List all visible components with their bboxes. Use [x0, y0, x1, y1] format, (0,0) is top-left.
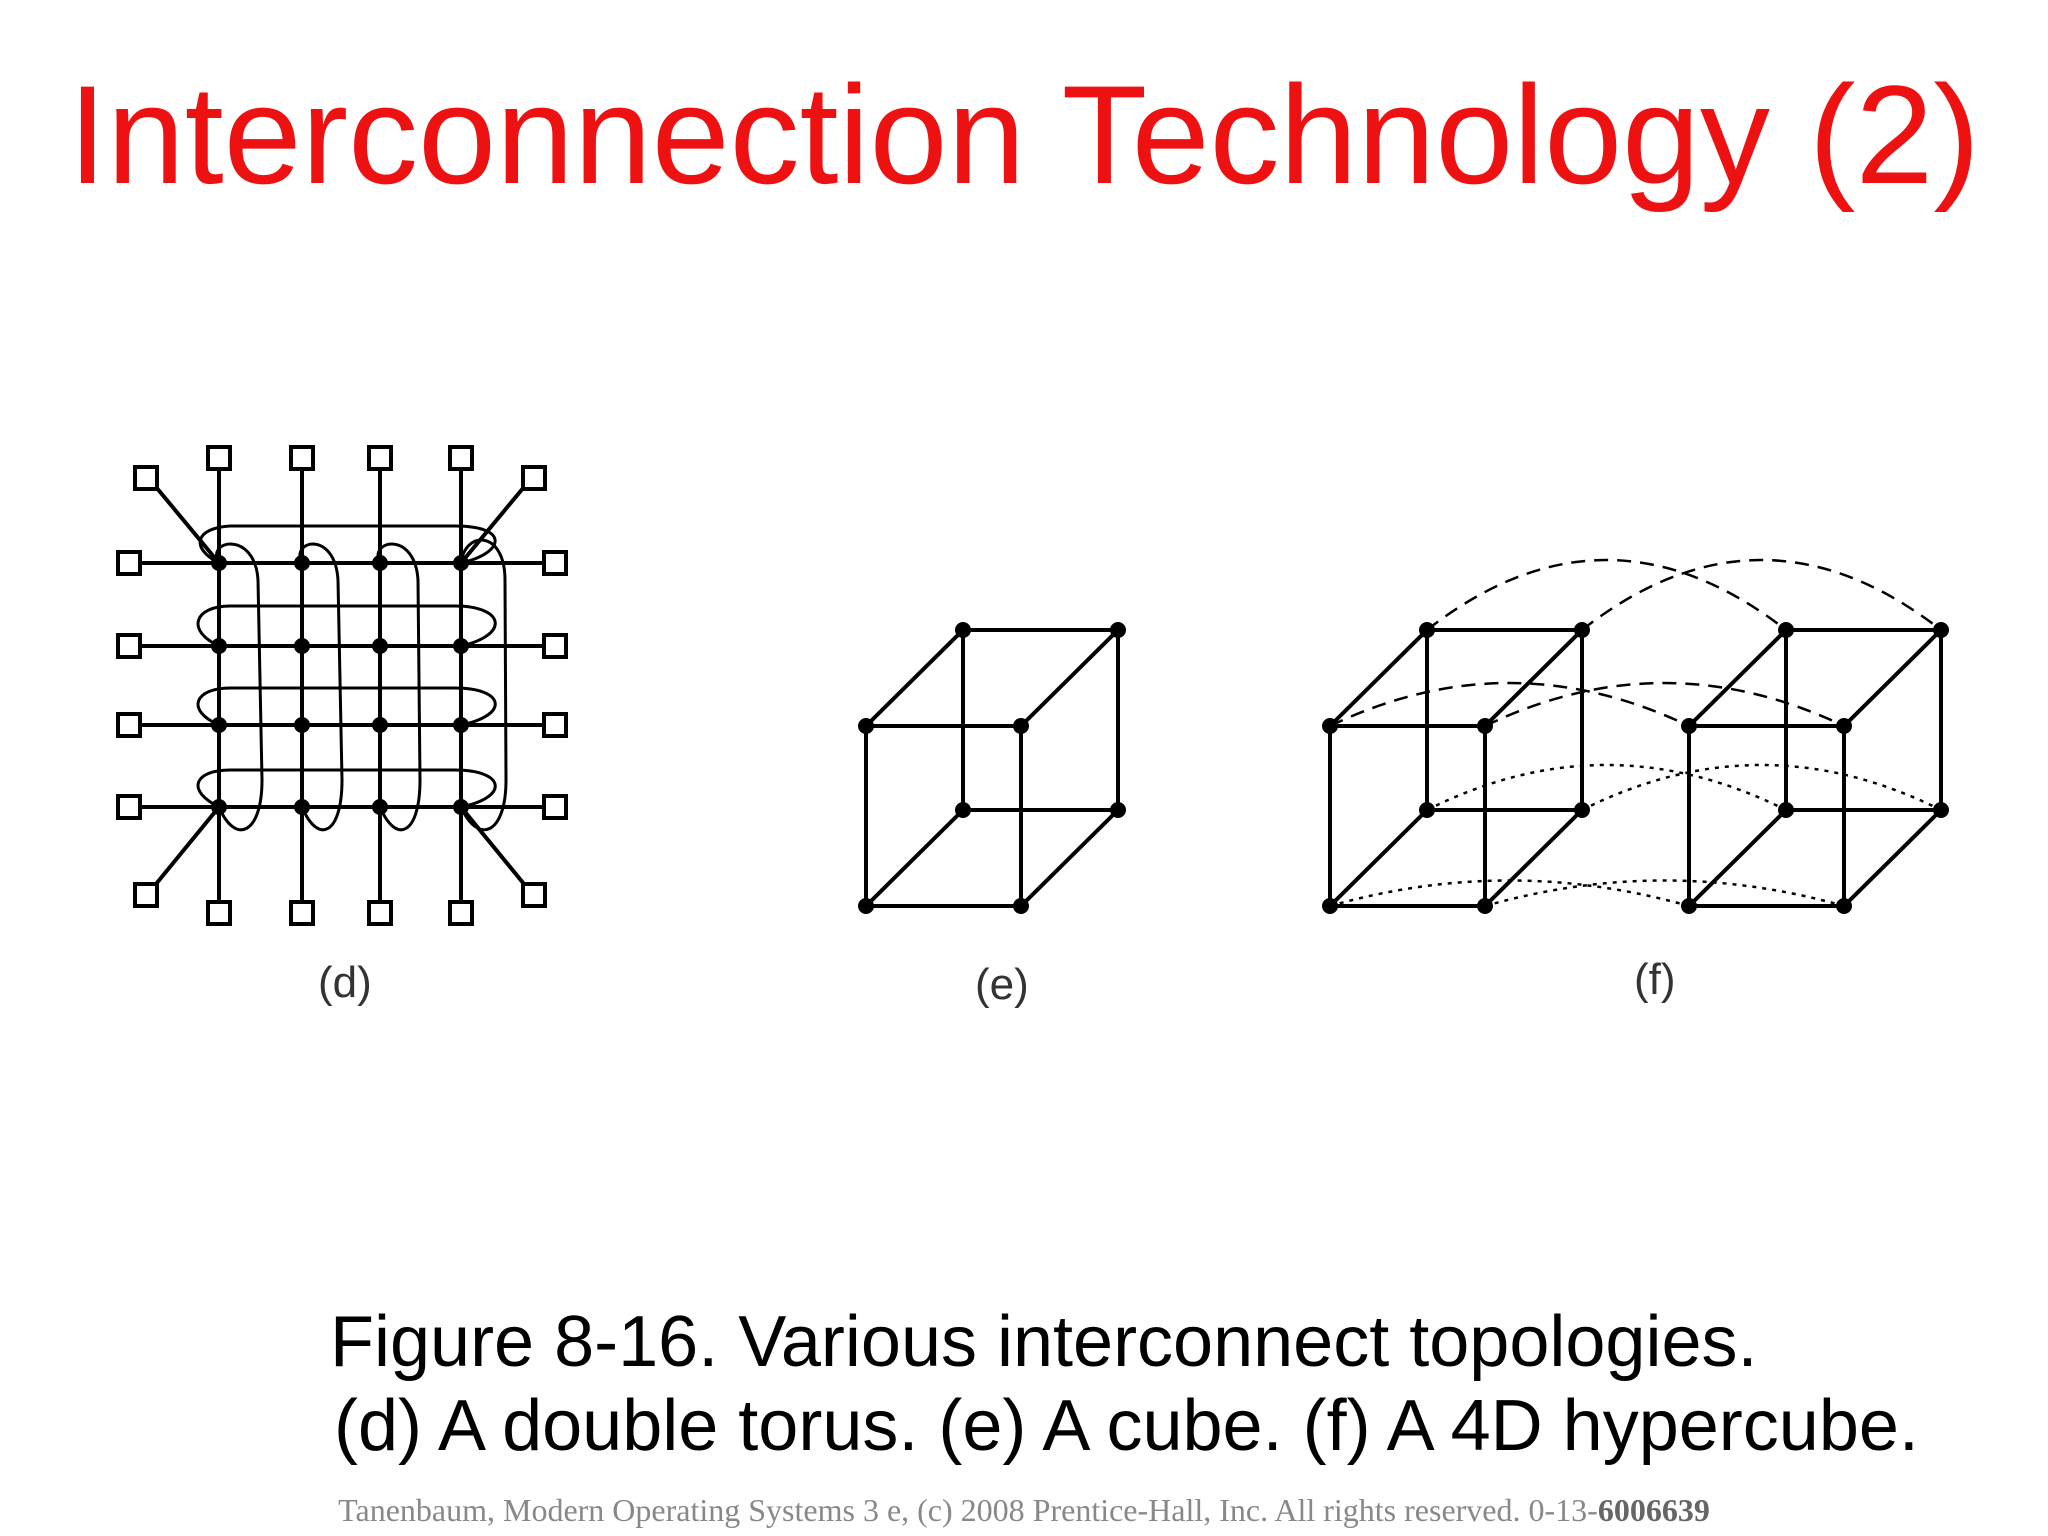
cube-diagram	[858, 622, 1126, 914]
label-d: (d)	[318, 958, 372, 1007]
double-torus-diagram	[116, 445, 568, 926]
label-e: (e)	[975, 960, 1029, 1009]
copyright-footer: Tanenbaum, Modern Operating Systems 3 e,…	[0, 1492, 2048, 1529]
label-f: (f)	[1634, 955, 1676, 1004]
hypercube-diagram	[1322, 558, 1949, 914]
caption-line-2: (d) A double torus. (e) A cube. (f) A 4D…	[334, 1386, 1919, 1466]
footer-isbn: 6006639	[1597, 1492, 1710, 1528]
slide-title: Interconnection Technology (2)	[68, 56, 1980, 213]
caption-line-1: Figure 8-16. Various interconnect topolo…	[330, 1302, 1758, 1382]
figure-caption: Figure 8-16. Various interconnect topolo…	[330, 1300, 1919, 1468]
footer-text: Tanenbaum, Modern Operating Systems 3 e,…	[338, 1492, 1598, 1528]
